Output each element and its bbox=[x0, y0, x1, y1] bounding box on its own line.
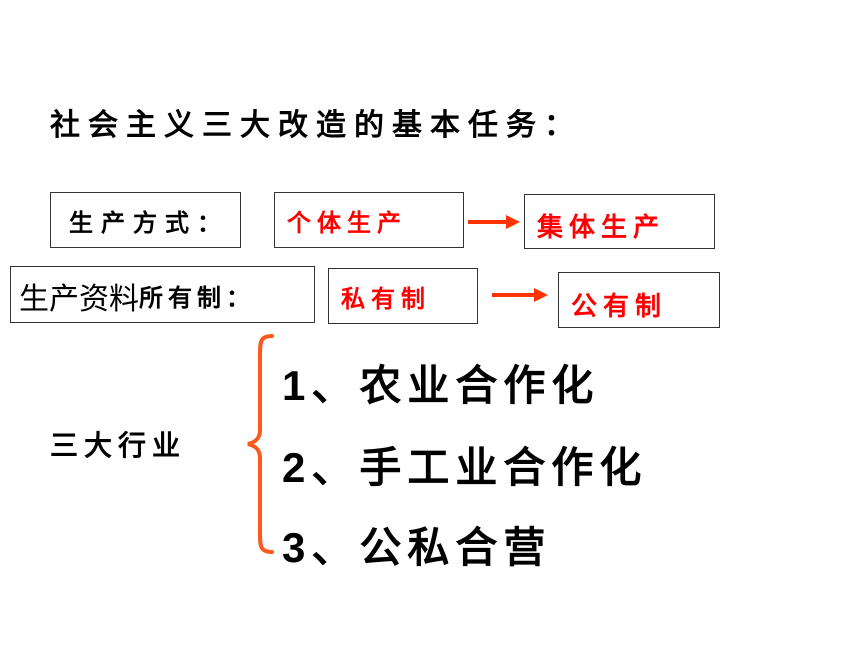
industries-label: 三大行业 bbox=[50, 429, 187, 462]
industry-item-text: 公私合营 bbox=[359, 523, 552, 572]
industry-item-number: 2 bbox=[282, 444, 312, 491]
arrow-right-icon bbox=[468, 215, 520, 229]
page-title: 社会主义三大改造的基本任务： bbox=[50, 108, 582, 143]
ownership-label: 生产资料所有制： bbox=[10, 266, 315, 323]
production-mode-to: 集体生产 bbox=[524, 194, 715, 249]
ownership-label-small: 所有制： bbox=[139, 284, 255, 312]
production-mode-from: 个体生产 bbox=[274, 192, 464, 248]
ownership-from: 私有制 bbox=[328, 268, 478, 324]
industry-item-2: 2、手工业合作化 bbox=[282, 434, 647, 495]
industry-item-1: 1、农业合作化 bbox=[282, 352, 599, 413]
industry-item-text: 农业合作化 bbox=[359, 361, 600, 410]
industry-item-separator: 、 bbox=[311, 361, 360, 410]
industry-item-number: 1 bbox=[282, 362, 312, 409]
industry-item-3: 3、公私合营 bbox=[282, 514, 551, 575]
ownership-label-large: 生产资料 bbox=[19, 281, 139, 317]
production-mode-label: 生产方式： bbox=[50, 192, 241, 248]
left-brace-icon bbox=[247, 334, 274, 554]
industry-item-separator: 、 bbox=[311, 443, 360, 492]
industry-item-number: 3 bbox=[282, 524, 312, 571]
arrow-right-icon bbox=[492, 288, 548, 302]
industry-item-separator: 、 bbox=[311, 523, 360, 572]
ownership-to: 公有制 bbox=[558, 272, 720, 328]
industry-item-text: 手工业合作化 bbox=[359, 443, 648, 492]
